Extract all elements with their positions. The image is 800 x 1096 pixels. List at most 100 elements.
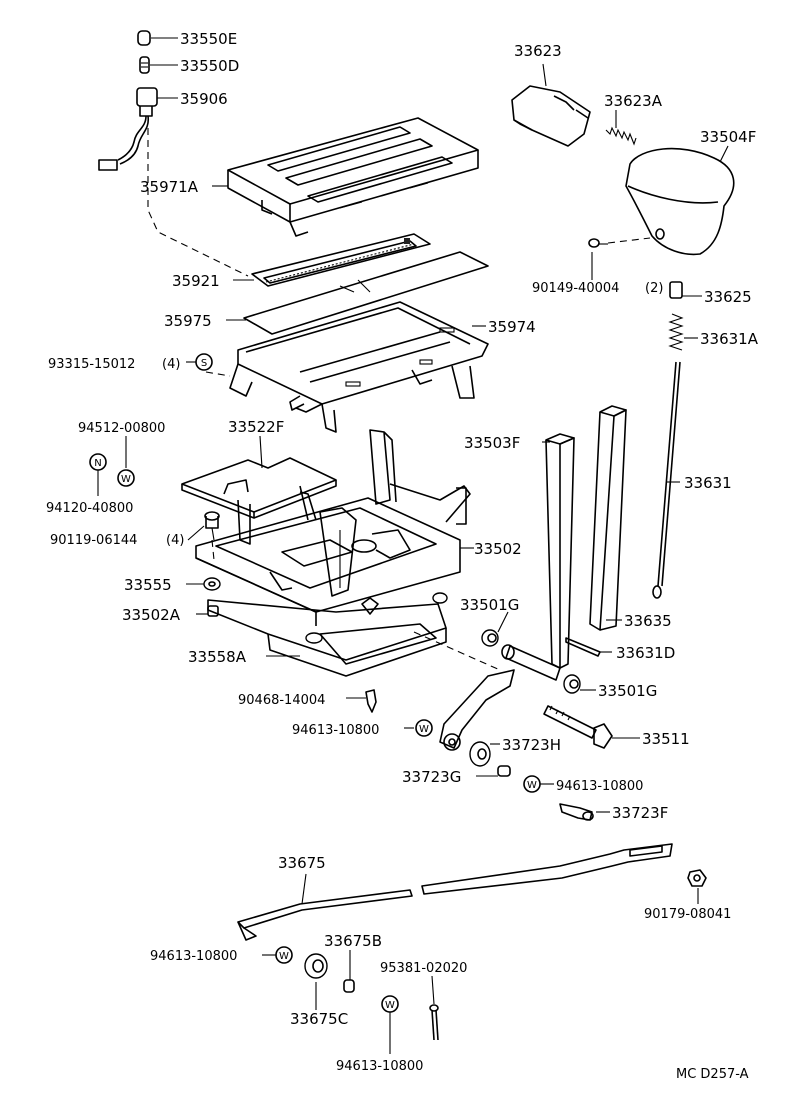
label-33631: 33631 [684,474,732,492]
leader-lines [97,37,729,1054]
position-indicator-housing-35974 [229,301,489,433]
label-90468-14004: 90468-14004 [238,693,325,708]
lever-shaft-assembly [439,644,561,751]
label-94613-10800-c: 94613-10800 [150,949,237,964]
label-90149-qty: (2) [645,281,663,296]
bolt-33511 [543,705,613,749]
label-95381-02020: 95381-02020 [380,961,467,976]
dashed-guide-knob [607,237,651,244]
label-93315-15012: 93315-15012 [48,357,135,372]
label-33558a: 33558A [188,648,247,666]
label-33511: 33511 [642,730,690,748]
label-94613-10800-a: 94613-10800 [292,723,379,738]
bushing-33501g-top [481,629,499,647]
washer-symbol-94613-d: W [381,995,399,1013]
label-33635: 33635 [624,612,672,630]
label-33631d: 33631D [616,644,675,662]
shift-lever-base-33502 [195,429,471,626]
nut-symbol-94120: N [89,453,107,471]
label-35974: 35974 [488,318,536,336]
label-94613-10800-b: 94613-10800 [556,779,643,794]
label-94512-00800: 94512-00800 [78,421,165,436]
clip-33502a [207,605,219,617]
washer-symbol-94613-b: W [523,775,541,793]
screw-symbol-93315: S [195,353,213,371]
indicator-plate-35971a [227,117,479,237]
label-33502: 33502 [474,540,522,558]
svg-text:W: W [279,951,289,962]
collar-33723g [497,765,511,777]
label-94613-10800-d: 94613-10800 [336,1059,423,1074]
bolt-90119-06144 [204,511,220,541]
label-33623: 33623 [514,42,562,60]
lever-cover-33635 [589,405,627,631]
bulb-33550d [139,56,150,74]
label-33625: 33625 [704,288,752,306]
label-33502a: 33502A [122,606,181,624]
dashed-guide-bolt [211,539,215,561]
bushing-33723h [469,741,491,767]
cotter-pin-95381-02020 [429,1004,439,1041]
spring-33631a [668,313,684,351]
label-33623a: 33623A [604,92,663,110]
label-33723h: 33723H [502,736,561,754]
dashed-guide-shaft [413,631,501,671]
label-33723g: 33723G [402,768,461,786]
washer-symbol-94613-a: W [415,719,433,737]
label-90119-06144: 90119-06144 [50,533,137,548]
light-plate-35921 [251,233,431,287]
rod-33625 [669,281,683,299]
pin-33723f [559,803,594,821]
bulb-33550e [137,30,151,46]
screw-90149-40004 [588,238,608,248]
washer-symbol-94512: W [117,469,135,487]
dashed-guide-screw [205,371,231,377]
label-33555: 33555 [124,576,172,594]
nut-90179-08041 [687,869,707,887]
svg-text:W: W [527,780,537,791]
part-labels: 33550E 33550D 35906 35971A 35921 35975 3… [46,30,759,1082]
label-35975: 35975 [164,312,212,330]
spring-33623a [605,126,637,146]
svg-text:W: W [419,724,429,735]
label-33675: 33675 [278,854,326,872]
washer-symbol-94613-c: W [275,946,293,964]
shift-knob-33504f [625,147,735,256]
label-90179-08041: 90179-08041 [644,907,731,922]
socket-harness-35906 [98,87,158,171]
label-33675c: 33675C [290,1010,348,1028]
label-35906: 35906 [180,90,228,108]
label-33723f: 33723F [612,804,668,822]
label-33675b: 33675B [324,932,382,950]
collar-33675b [343,979,355,993]
bushing-33675c [304,953,328,979]
label-33501g-top: 33501G [460,596,519,614]
svg-text:S: S [201,358,207,369]
label-94120-40800: 94120-40800 [46,501,133,516]
dashed-guide-harness [147,128,249,277]
label-33631a: 33631A [700,330,759,348]
label-33501g-bottom: 33501G [598,682,657,700]
push-button-33623 [511,85,591,147]
label-33522f: 33522F [228,418,284,436]
bushing-33501g-bottom [563,674,581,694]
shift-lever-bracket-33522f [181,457,337,545]
label-35921: 35921 [172,272,220,290]
label-90119-qty: (4) [166,533,184,548]
label-33503f: 33503F [464,434,520,452]
svg-text:N: N [94,458,101,469]
diagram-code: MC D257-A [676,1067,749,1082]
label-90149-40004: 90149-40004 [532,281,619,296]
label-93315-qty: (4) [162,357,180,372]
control-rod-33675 [237,843,673,941]
label-33504f: 33504F [700,128,756,146]
pin-33631d [565,637,601,657]
label-33550e: 33550E [180,30,237,48]
label-33550d: 33550D [180,57,239,75]
cover-plate-35975 [243,251,489,335]
clip-90468-14004 [365,689,377,713]
svg-text:W: W [385,1000,395,1011]
label-35971a: 35971A [140,178,199,196]
